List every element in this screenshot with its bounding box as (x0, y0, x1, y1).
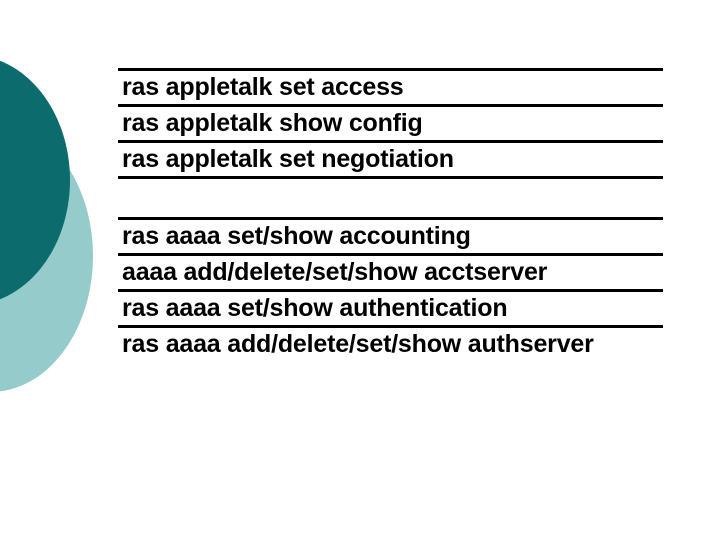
command-row: ras appletalk set negotiation (118, 143, 663, 176)
command-row-wrapped: ras aaaa add/delete/set/show authserver (118, 328, 663, 361)
command-text: aaaa add/delete/set/show acctserver (122, 258, 548, 286)
dark-teal-circle (0, 55, 70, 305)
divider (118, 104, 663, 107)
divider (118, 140, 663, 143)
command-row: ras appletalk set access (118, 71, 663, 104)
divider (118, 253, 663, 256)
divider-group-start (118, 217, 663, 220)
divider (118, 289, 663, 292)
command-list: ras appletalk set access ras appletalk s… (118, 68, 663, 361)
divider-top (118, 68, 663, 71)
command-text: ras appletalk set negotiation (122, 145, 454, 173)
command-row: ras appletalk show config (118, 107, 663, 140)
command-word: aaaa (165, 330, 221, 358)
command-text: ras appletalk set access (122, 73, 404, 101)
group-spacer (118, 179, 663, 217)
command-text: ras aaaa set/show authentication (122, 294, 508, 322)
divider (118, 325, 663, 328)
command-text: ras appletalk show config (122, 109, 423, 137)
light-teal-circle (0, 120, 93, 392)
divider (118, 176, 663, 179)
command-text-wrapped: ras aaaa add/delete/set/show authserver (122, 330, 663, 358)
command-word: ras (122, 330, 159, 358)
command-row: aaaa add/delete/set/show acctserver (118, 256, 663, 289)
command-word: add/delete/set/show (227, 330, 462, 358)
command-row: ras aaaa set/show authentication (118, 292, 663, 325)
command-text: ras aaaa set/show accounting (122, 222, 471, 250)
command-row: ras aaaa set/show accounting (118, 220, 663, 253)
command-word: authserver (467, 330, 594, 358)
